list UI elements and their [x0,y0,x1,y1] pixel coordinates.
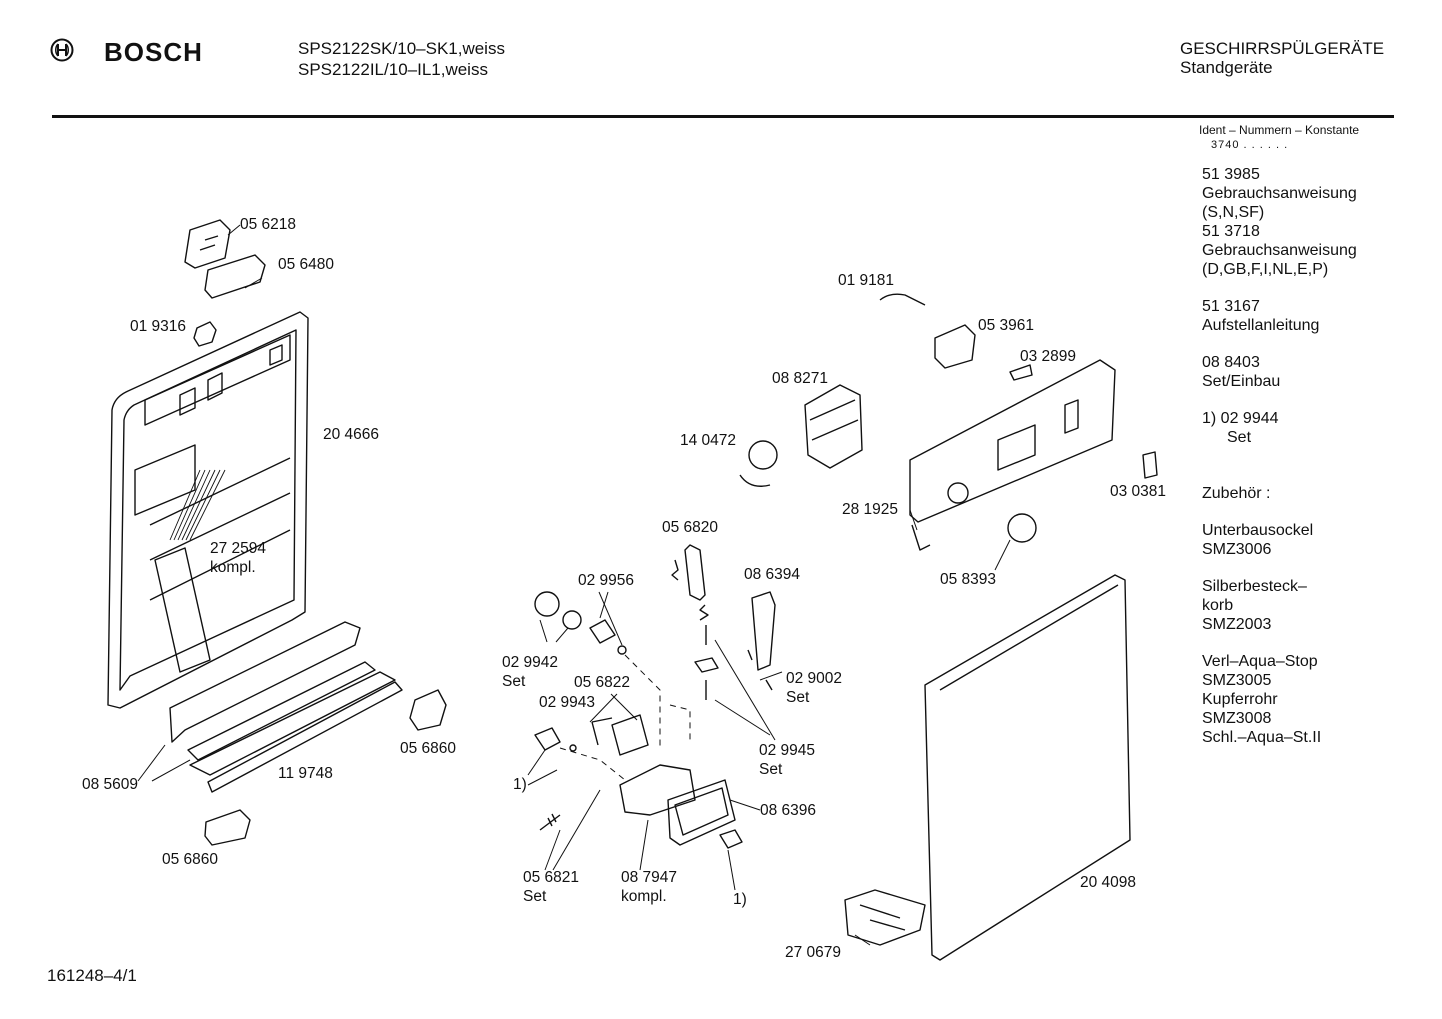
side-note-line: Set/Einbau [1202,373,1281,390]
side-note-line: Aufstellanleitung [1202,317,1320,334]
part-label: 05 6860 [400,740,457,757]
side-note: 51 3718 Gebrauchsanweisung (D,GB,F,I,NL,… [1202,222,1357,279]
ident-prefix: 3740 . . . . . . [1211,139,1289,151]
model-line-2: SPS2122IL/10–IL1,weiss [298,60,488,79]
part-label: 05 8393 [940,571,997,588]
part-label: 03 0381 [1110,483,1167,500]
part-label: 05 6820 [662,519,719,536]
model-line-1: SPS2122SK/10–SK1,weiss [298,39,505,58]
part-label: Set [523,888,547,905]
part-label: 05 6218 [240,216,297,233]
side-note-line: (S,N,SF) [1202,204,1265,221]
part-label: kompl. [210,559,256,576]
side-note-line: (D,GB,F,I,NL,E,P) [1202,261,1329,278]
part-label: 02 9945 [759,742,816,759]
part-label: 08 7947 [621,869,678,886]
part-label: Set [759,761,783,778]
side-note-number: 08 8403 [1202,354,1260,371]
side-note-number: 51 3167 [1202,298,1260,315]
category-subtitle: Standgeräte [1180,58,1273,77]
part-label: kompl. [621,888,667,905]
category-title: GESCHIRRSPÜLGERÄTE [1180,39,1385,58]
side-note: 51 3167 Aufstellanleitung [1202,297,1319,335]
ident-title: Ident – Nummern – Konstante [1199,123,1360,137]
side-note-line: Gebrauchsanweisung [1202,185,1357,202]
accessory-line: korb [1202,597,1234,614]
part-label: Set [786,689,810,706]
control-unit [739,293,1158,551]
accessory-item: Unterbausockel SMZ3006 [1202,521,1313,559]
part-label: 02 9956 [578,572,635,589]
part-label: 01 9181 [838,272,895,289]
side-note: 08 8403 Set/Einbau [1202,353,1280,391]
header-divider [52,115,1394,118]
document-id: 161248–4/1 [47,966,137,985]
side-note-line: Gebrauchsanweisung [1202,242,1357,259]
part-label: 11 9748 [278,765,333,782]
part-label: 27 0679 [785,944,842,961]
accessory-line: Unterbausockel [1202,522,1314,539]
side-note-number: 51 3718 [1202,223,1260,240]
part-label: 20 4666 [323,426,380,443]
side-note-number: 51 3985 [1202,166,1260,183]
accessory-line: SMZ3008 [1202,710,1272,727]
accessory-line: SMZ3006 [1202,541,1272,558]
accessory-line: Silberbesteck– [1202,578,1307,595]
part-label: Set [502,673,526,690]
part-label: 02 9002 [786,670,843,687]
accessory-item: Silberbesteck– korb SMZ2003 [1202,577,1307,634]
control-ribbon [154,469,226,673]
dispenser-parts [534,591,743,849]
accessory-line: Kupferrohr [1202,691,1278,708]
part-label: 08 5609 [82,776,139,793]
part-label: 20 4098 [1080,874,1137,891]
part-label: 05 3961 [978,317,1035,334]
spring-and-clips [671,544,776,700]
part-label: 01 9316 [130,318,187,335]
part-label: 08 8271 [772,370,829,387]
part-label: 02 9942 [502,654,559,671]
door-trim-strips [169,621,447,846]
side-note-number: 1) 02 9944 [1202,410,1279,427]
part-label: 14 0472 [680,432,737,449]
part-label: 28 1925 [842,501,899,518]
accessory-line: SMZ3005 [1202,672,1272,689]
brand-name: BOSCH [104,37,203,67]
part-label: 02 9943 [539,694,596,711]
part-label: 03 2899 [1020,348,1077,365]
bosch-logo-icon [50,38,74,62]
door-latch [184,219,266,347]
outer-door [844,574,1131,961]
side-note-line: Set [1227,429,1252,446]
part-label: 27 2594 [210,540,267,557]
accessory-item: Verl–Aqua–Stop SMZ3005 Kupferrohr SMZ300… [1202,652,1321,747]
accessory-line: Verl–Aqua–Stop [1202,653,1318,670]
accessory-line: SMZ2003 [1202,616,1272,633]
part-label: 08 6396 [760,802,817,819]
side-note: 1) 02 9944 Set [1202,409,1279,447]
accessories-title: Zubehör : [1202,485,1271,502]
part-label: 05 6821 [523,869,580,886]
part-label: 08 6394 [744,566,801,583]
accessory-line: Schl.–Aqua–St.II [1202,729,1322,746]
part-label: 05 6860 [162,851,219,868]
inner-door-panel [107,311,309,709]
side-note: 51 3985 Gebrauchsanweisung (S,N,SF) [1202,165,1357,222]
part-label: 05 6480 [278,256,335,273]
footnote-ref: 1) [513,776,527,793]
part-label: 05 6822 [574,674,631,691]
footnote-ref: 1) [733,891,747,908]
